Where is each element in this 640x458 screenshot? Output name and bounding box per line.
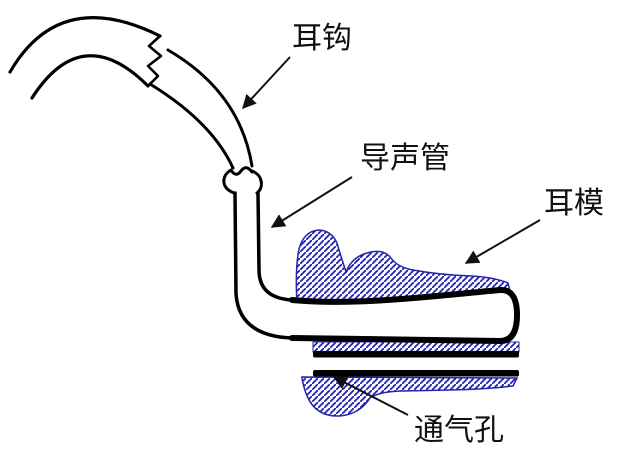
sound-tube-horizontal-edges [289,287,520,344]
label-sound-tube: 导声管 [360,141,450,176]
tube-connector-collar [222,166,263,195]
vent-top-wall [313,351,519,358]
hook-tube-lower-edge [148,82,235,170]
vent-hole-arrow [332,376,409,416]
ear-hook-arrow [242,56,291,110]
ear-hook-inner-curve [30,54,150,100]
label-ear-mold: 耳模 [544,186,604,221]
ear-mold-arrow [464,219,541,264]
ear-mold-lower-body [301,376,519,417]
label-vent-hole: 通气孔 [414,413,504,448]
hook-tube-upper-edge [166,48,254,168]
label-ear-hook: 耳钩 [292,21,352,56]
ear-hook-outer-curve [8,16,162,74]
sound-tube-vertical-edges [233,191,294,340]
sound-tube-arrow [270,176,353,228]
ear-hook-break-line [146,35,163,87]
vent-bottom-wall [313,370,519,377]
